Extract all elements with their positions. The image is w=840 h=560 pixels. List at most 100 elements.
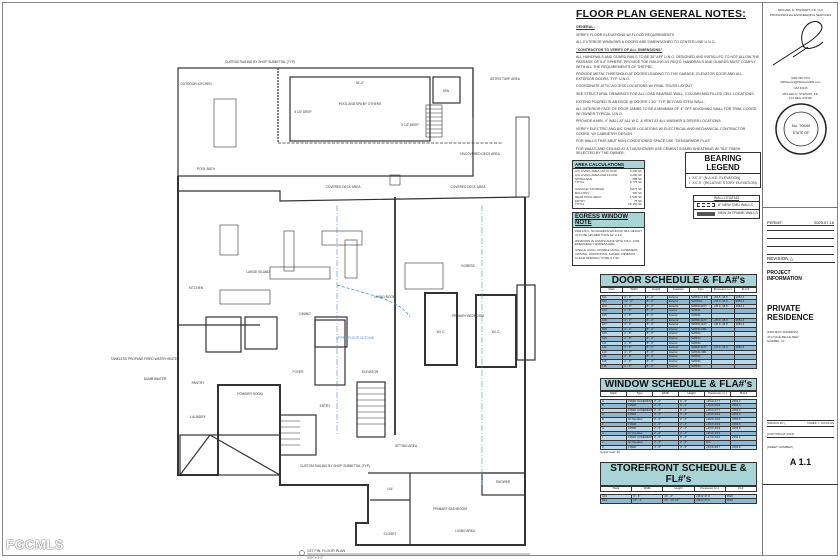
table-cell: FIXED CASEMENT xyxy=(626,435,653,441)
table-cell xyxy=(711,363,735,370)
table-cell: +50.5/-49.7 xyxy=(704,444,731,451)
bearing-text: XX'-X" (RELATIVE STORY ELEVATION) xyxy=(692,180,757,185)
label-upper-floor: UPPER FLOOR OUTLINE xyxy=(336,336,374,340)
label-egress: EGRESS xyxy=(461,264,474,268)
permit-date: 2025.07.16 xyxy=(813,220,834,225)
table-cell: 4' - 0" xyxy=(652,444,679,451)
label-custom-railing: CUSTOM RAILING BY SHOP SUBMITTAL (TYP) xyxy=(300,464,370,468)
engineer-name: MICHAEL D. STEWART, P.E. LLC xyxy=(777,8,824,12)
drawn-by: TAREK Y. NICOLAS xyxy=(806,421,834,425)
label-water-heater: TANKLESS PROPANE FIRED WATER HEATER xyxy=(111,357,180,361)
drawn-by-row: [DRAWN BY]TAREK Y. NICOLAS xyxy=(767,420,834,427)
egress-window-note: EGRESS WINDOW NOTE PER F.B.C. NO EGRESS … xyxy=(572,212,645,266)
note-item: "CONTRACTOR TO VERIFY OF ALL DIMENSIONS" xyxy=(576,47,663,52)
note-item: GENERAL: xyxy=(576,25,595,29)
area-value: 5,877 SF xyxy=(629,187,642,192)
note-item: ALL HANDRAILS AND GUARD RAILS TO BE 36" … xyxy=(576,55,760,69)
label-foyer: FOYER xyxy=(293,370,305,374)
column-header: Pressures (+/-) xyxy=(711,287,735,293)
table-cell: FIXED xyxy=(626,444,653,451)
copyright: [COPYRIGHT 2024] xyxy=(767,432,834,438)
table-cell: FIXED CASEMENT xyxy=(626,398,653,405)
table-cell: SWING xyxy=(689,363,713,370)
permit-label: PERMIT: xyxy=(767,220,783,225)
label-closet: CLOSET xyxy=(384,532,397,536)
table-cell: Interior xyxy=(666,363,691,370)
note-item: PROVIDE METAL THRESHOLD AT DOORS LEADING… xyxy=(576,72,743,81)
label-uncovered-deck: UNCOVERED DECK AREA xyxy=(460,152,500,156)
egress-title: EGRESS WINDOW NOTE xyxy=(573,213,644,228)
label-elevator: ELEVATOR xyxy=(362,370,379,374)
note-item: ALL EXTERIOR WINDOWS & DOORS ARE DIMENSI… xyxy=(576,40,716,45)
label-sitting: SITTING AREA xyxy=(395,444,418,448)
table-cell: 9522 xyxy=(724,498,758,504)
note-item: FOR WALLS AND CEILING AT A TUB/SHOWER US… xyxy=(576,146,741,156)
plan-title: 1ST FIN. FLOOR PLAN xyxy=(307,549,345,553)
label-covered-deck: COVERED DECK AREA xyxy=(451,185,487,189)
elevation-marker-icon: ◐ xyxy=(689,180,693,185)
label-primary-bedroom: PRIMARY BEDROOM xyxy=(452,314,484,318)
revision-row: REVISION △ xyxy=(767,256,835,263)
area-label: GARAGE/ STORAGE xyxy=(575,187,605,192)
area-value: 75 SF xyxy=(633,198,642,203)
bearing-item: ◐ XX'-X" (RELATIVE STORY ELEVATION) xyxy=(689,181,757,186)
table-cell: 4' - 0" xyxy=(678,444,705,451)
label-pool-length: 51'-0" xyxy=(356,81,364,85)
stairs xyxy=(356,381,386,438)
area-label: TOTAL xyxy=(575,180,585,185)
bearing-text: XX'-X" (N.A.V.D. ELEVATION) xyxy=(692,176,741,180)
notes-title: FLOOR PLAN GENERAL NOTES: xyxy=(576,8,746,20)
label-shower: SHOWER xyxy=(496,480,511,484)
area-value: 15,150 SF xyxy=(628,202,642,207)
column-header: FL# xyxy=(724,486,758,492)
area-value: 1,530 SF xyxy=(629,194,642,199)
revision-label: REVISION xyxy=(767,256,789,261)
window-schedule-title: WINDOW SCHEDULE & FLA#'s xyxy=(600,378,757,391)
pool xyxy=(289,76,431,142)
title-block: MICHAEL D. STEWART, P.E. LLC PROFESSIONA… xyxy=(762,2,838,556)
signature xyxy=(772,21,824,66)
bearing-title: BEARING LEGEND xyxy=(685,152,761,173)
project-name: PRIVATE RESIDENCE xyxy=(767,304,814,322)
engineer-sub: PROFESSIONAL ENGINEERING SERVICES xyxy=(769,12,831,17)
egress-item: PER F.B.C. NO EGRESS WINDOW SILL HEIGHT … xyxy=(575,229,642,237)
label-powder: POWDER ROOM xyxy=(237,392,262,396)
note-item: EXTEND POURED SLAB EDGE @ DOORS 1 1/2" T… xyxy=(576,99,705,104)
table-cell: 2463.6 xyxy=(730,444,757,451)
frame-wall-swatch xyxy=(697,211,715,216)
note-item: COORDINATE ATTIC ACCESS LOCATIONS W/ FIN… xyxy=(576,84,693,89)
seal-number: No. 70490 xyxy=(792,123,811,128)
label-living-room: LIVING ROOM xyxy=(374,295,396,299)
spacer-row xyxy=(600,292,757,296)
spacer-row xyxy=(600,491,757,495)
general-notes: FLOOR PLAN GENERAL NOTES: GENERAL: VERIFY… xyxy=(576,8,760,159)
engineer-contact: FLA REG. #70490 xyxy=(789,95,812,100)
garage-roof xyxy=(179,434,281,476)
label-covered-deck: COVERED DECK AREA xyxy=(326,185,362,189)
table-cell: 20' - 10 1/2" xyxy=(662,498,695,504)
area-value: 4,290 SF xyxy=(629,172,642,177)
area-value: 8,775 SF xyxy=(629,180,642,185)
storefront-schedule-title: STOREFRONT SCHEDULE & FL#'s xyxy=(600,462,757,486)
note-item: VERIFY FLOOR ELEVATIONS W/ FLOOD REQUIRE… xyxy=(576,32,675,37)
area-label: SPIRAL/ELE xyxy=(575,176,593,181)
area-row: GARAGE/ STORAGE 5,877 SF xyxy=(575,187,642,192)
sheet-label: [SHEET NUMBER] xyxy=(767,445,793,449)
column-header: FLA # xyxy=(730,391,757,397)
area-label: A/C LIVING AREA 2ND FLOOR xyxy=(575,172,618,177)
egress-item: WINDOWS IN COMPLIANCE WITH F.B.C. FOR EM… xyxy=(575,238,640,247)
